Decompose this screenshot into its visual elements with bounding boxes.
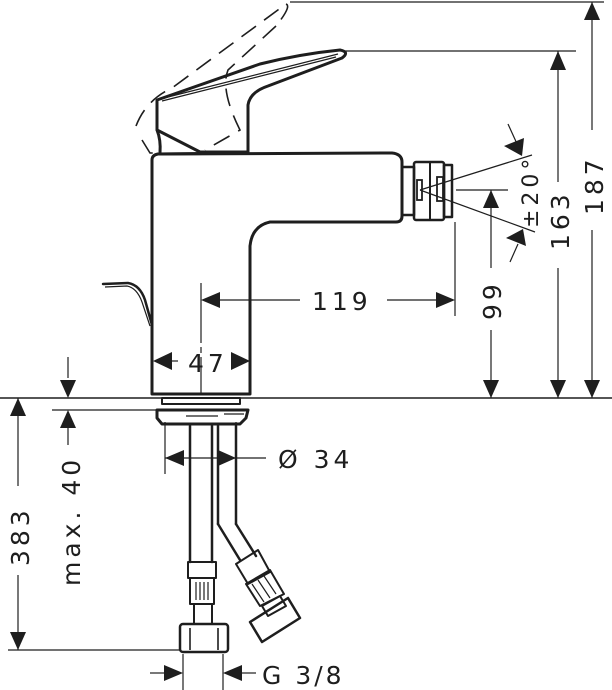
label-383: 383 <box>6 506 35 566</box>
dimension-body-width: 47 <box>153 349 250 378</box>
label-angle: ±20° <box>519 155 544 228</box>
label-max-40: max. 40 <box>57 456 86 586</box>
dimension-connection-thread: G 3/8 <box>150 654 345 690</box>
dimension-spout-height: 99 <box>456 189 508 398</box>
dimension-lever-height: 163 <box>345 50 576 398</box>
dimension-spout-angle: ±20° <box>419 123 544 263</box>
dimension-hose-length: 383 <box>6 398 180 651</box>
label-187: 187 <box>580 155 609 215</box>
dimension-overall-height: 187 <box>290 1 609 398</box>
label-diameter-34: Ø 34 <box>278 445 353 474</box>
label-g-3-8: G 3/8 <box>262 661 345 690</box>
popup-rod <box>101 281 154 327</box>
dimension-deck-thickness: max. 40 <box>57 357 86 586</box>
label-47: 47 <box>188 349 228 378</box>
dimension-shank-diameter: Ø 34 <box>164 422 353 474</box>
spout-nozzle <box>400 160 454 222</box>
supply-hoses <box>178 424 302 654</box>
label-163: 163 <box>546 190 575 250</box>
lever-handle <box>155 48 347 155</box>
lever-open-position <box>135 3 289 154</box>
dimension-spout-reach: 119 <box>200 222 456 394</box>
mounting-shank <box>155 397 250 426</box>
label-119: 119 <box>312 287 372 316</box>
label-99: 99 <box>478 280 507 320</box>
